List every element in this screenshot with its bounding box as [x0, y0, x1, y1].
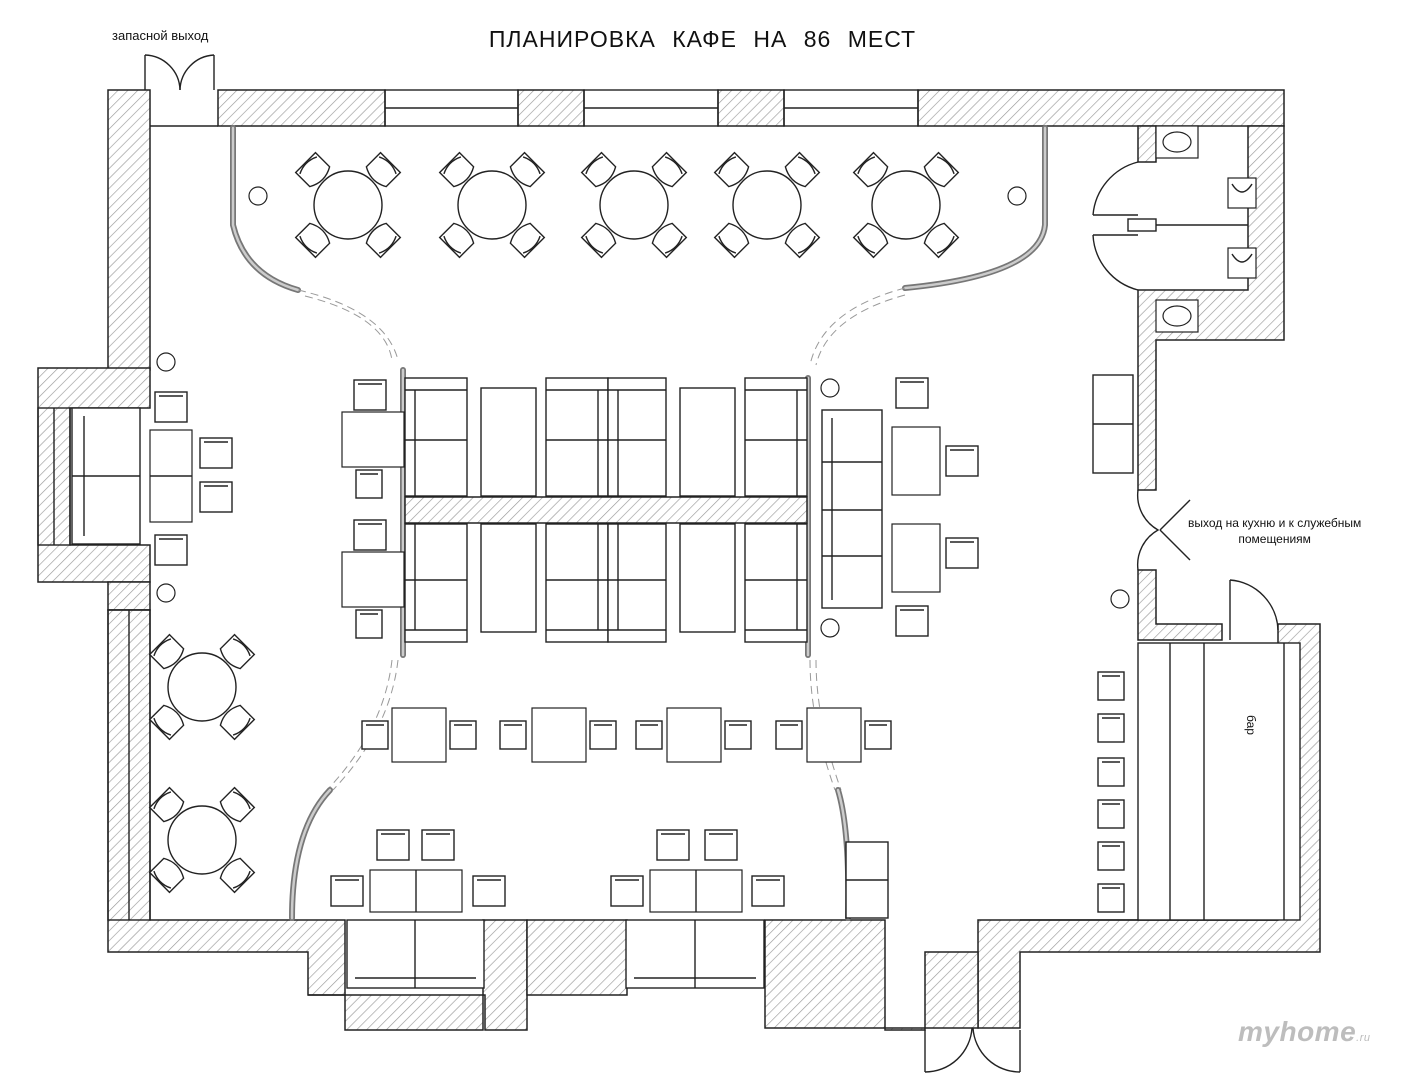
- chair: [580, 151, 617, 188]
- restroom: [1093, 125, 1257, 333]
- partitions: [230, 125, 1048, 921]
- chair: [219, 786, 256, 823]
- pole: [248, 186, 268, 206]
- chair: [923, 151, 960, 188]
- round-table: [148, 633, 256, 741]
- pole: [1110, 589, 1130, 609]
- chair: [438, 222, 475, 259]
- table-top: [167, 652, 237, 722]
- table-top: [871, 170, 941, 240]
- kitchen-exit-line-2: помещениям: [1238, 532, 1311, 546]
- chair: [148, 704, 185, 741]
- bar-label: бар: [1243, 715, 1258, 735]
- table-top: [457, 170, 527, 240]
- round-tables: [148, 151, 960, 894]
- round-table: [148, 786, 256, 894]
- chair: [438, 151, 475, 188]
- round-table: [294, 151, 402, 259]
- pole: [1007, 186, 1027, 206]
- round-table: [713, 151, 821, 259]
- pole: [156, 583, 176, 603]
- round-table: [580, 151, 688, 259]
- pole: [820, 378, 840, 398]
- poles: [156, 186, 1130, 638]
- table-top: [599, 170, 669, 240]
- chair: [148, 633, 185, 670]
- booths-and-sofas: [71, 374, 1301, 989]
- chair: [509, 151, 546, 188]
- table-top: [732, 170, 802, 240]
- round-table: [852, 151, 960, 259]
- pole: [156, 352, 176, 372]
- table-top: [167, 805, 237, 875]
- chair: [148, 786, 185, 823]
- doors: [144, 54, 1279, 1073]
- chair: [784, 151, 821, 188]
- watermark-main: myhome: [1238, 1016, 1357, 1047]
- kitchen-exit-label: выход на кухню и к служебным помещениям: [1188, 515, 1361, 547]
- pole: [820, 618, 840, 638]
- table-top: [313, 170, 383, 240]
- chair: [219, 704, 256, 741]
- chair: [148, 857, 185, 894]
- chair: [509, 222, 546, 259]
- chair: [923, 222, 960, 259]
- walls: [37, 89, 1321, 1031]
- chair: [651, 151, 688, 188]
- chair: [219, 857, 256, 894]
- chair: [580, 222, 617, 259]
- round-table: [438, 151, 546, 259]
- chair: [651, 222, 688, 259]
- plan-title: ПЛАНИРОВКА КАФЕ НА 86 МЕСТ: [488, 26, 917, 52]
- chair: [713, 222, 750, 259]
- chair: [365, 222, 402, 259]
- furniture: [71, 151, 1301, 989]
- watermark-suffix: .ru: [1356, 1032, 1371, 1044]
- kitchen-exit-line-1: выход на кухню и к служебным: [1188, 516, 1362, 530]
- chair: [365, 151, 402, 188]
- chair: [219, 633, 256, 670]
- chair: [294, 222, 331, 259]
- emergency-exit-label: запасной выход: [112, 28, 209, 43]
- chair: [294, 151, 331, 188]
- chair: [852, 151, 889, 188]
- chair: [713, 151, 750, 188]
- chair: [852, 222, 889, 259]
- chair: [784, 222, 821, 259]
- watermark-logo: myhome.ru: [1238, 1016, 1371, 1048]
